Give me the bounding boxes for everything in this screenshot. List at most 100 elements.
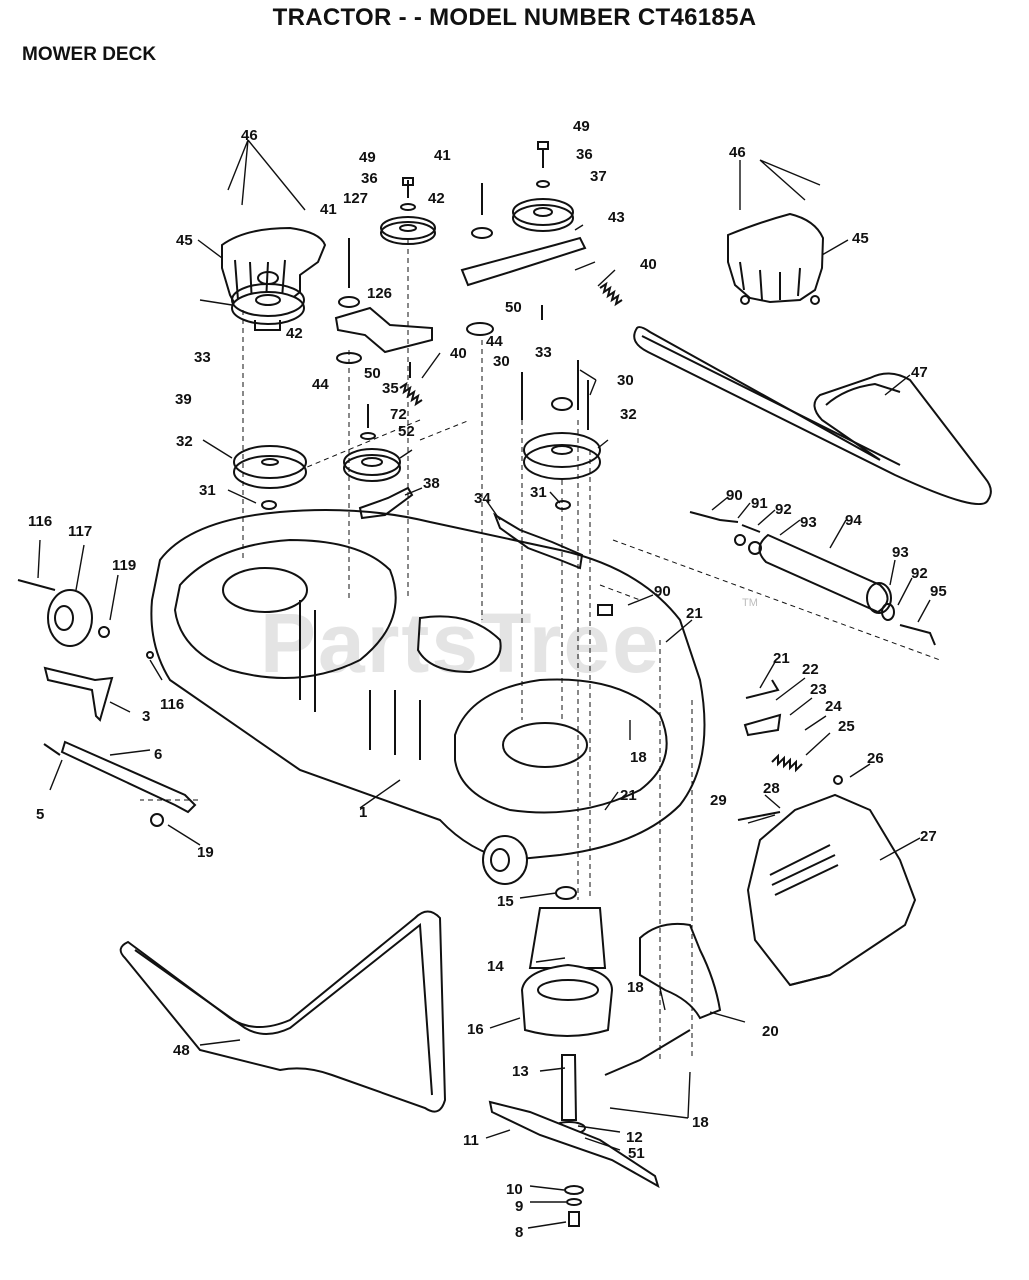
pulley-52	[343, 448, 401, 482]
callout-15: 15	[497, 893, 514, 910]
callout-36: 36	[361, 170, 378, 187]
callout-10: 10	[506, 1181, 523, 1198]
callout-119: 119	[112, 557, 136, 574]
callout-45: 45	[176, 232, 193, 249]
callout-116: 116	[160, 696, 184, 713]
blade-11	[488, 1100, 660, 1189]
callout-24: 24	[825, 698, 842, 715]
callout-16: 16	[467, 1021, 484, 1038]
idler-bracket-43	[460, 236, 587, 287]
callout-42: 42	[428, 190, 445, 207]
pulley-32-left	[233, 445, 307, 489]
callout-21: 21	[620, 787, 637, 804]
callout-32: 32	[176, 433, 193, 450]
callout-22: 22	[802, 661, 819, 678]
callout-42: 42	[286, 325, 303, 342]
callout-127: 127	[343, 190, 368, 207]
drive-belt-48	[119, 910, 447, 1113]
spring-40-lower	[399, 381, 423, 407]
callout-30: 30	[493, 353, 510, 370]
callout-92: 92	[775, 501, 792, 518]
callout-9: 9	[515, 1198, 523, 1215]
link-6	[60, 740, 197, 814]
leader-lines	[37, 139, 931, 1229]
callout-47: 47	[911, 364, 928, 381]
callout-8: 8	[515, 1224, 523, 1241]
callout-72: 72	[390, 406, 407, 423]
pulley-127	[380, 216, 436, 245]
callout-33: 33	[535, 344, 552, 361]
callout-116: 116	[28, 513, 52, 530]
callout-95: 95	[930, 583, 947, 600]
callout-93: 93	[800, 514, 817, 531]
mower-deck-housing	[150, 508, 706, 862]
callout-3: 3	[142, 708, 150, 725]
alignment-lines	[140, 240, 941, 1060]
callout-43: 43	[608, 209, 625, 226]
callout-126: 126	[367, 285, 392, 302]
callout-1: 1	[359, 804, 367, 821]
callout-18: 18	[692, 1114, 709, 1131]
callout-18: 18	[630, 749, 647, 766]
callout-36: 36	[576, 146, 593, 163]
callout-25: 25	[838, 718, 855, 735]
bracket-34	[493, 512, 584, 570]
callout-93: 93	[892, 544, 909, 561]
callout-29: 29	[710, 792, 727, 809]
callout-5: 5	[36, 806, 44, 823]
blade-hardware	[564, 1185, 584, 1227]
callout-18: 18	[627, 979, 644, 996]
callout-91: 91	[751, 495, 768, 512]
section-heading: MOWER DECK	[22, 44, 157, 65]
callout-28: 28	[763, 780, 780, 797]
callout-31: 31	[199, 482, 216, 499]
callout-46: 46	[241, 127, 258, 144]
callout-117: 117	[68, 523, 92, 540]
callout-27: 27	[920, 828, 937, 845]
callout-40: 40	[450, 345, 467, 362]
callout-12: 12	[626, 1129, 643, 1146]
watermark-logo: PartsTree	[260, 596, 661, 690]
callout-45: 45	[852, 230, 869, 247]
callout-34: 34	[474, 490, 491, 507]
callout-21: 21	[773, 650, 790, 667]
callout-23: 23	[810, 681, 827, 698]
belt-cover-right	[727, 212, 825, 305]
hardware-upper	[257, 141, 589, 510]
baffle-20	[604, 922, 722, 1076]
callout-90: 90	[654, 583, 671, 600]
spindle-assembly	[520, 886, 614, 1135]
callout-49: 49	[359, 149, 376, 166]
callout-13: 13	[512, 1063, 529, 1080]
callout-48: 48	[173, 1042, 190, 1059]
callout-92: 92	[911, 565, 928, 582]
callout-51: 51	[628, 1145, 645, 1162]
callout-49: 49	[573, 118, 590, 135]
callout-labels: 46 45 49 36 127 41 41 42 42 126 49 36 37…	[28, 118, 947, 1241]
callout-30: 30	[617, 372, 634, 389]
callout-31: 31	[530, 484, 547, 501]
gauge-wheel-front	[482, 835, 528, 885]
callout-37: 37	[590, 168, 607, 185]
callout-26: 26	[867, 750, 884, 767]
callout-41: 41	[434, 147, 451, 164]
callout-33: 33	[194, 349, 211, 366]
callout-40: 40	[640, 256, 657, 273]
pulley-37	[512, 198, 574, 232]
callout-39: 39	[175, 391, 192, 408]
watermark-trademark: TM	[742, 597, 758, 609]
callout-11: 11	[463, 1132, 479, 1149]
callout-38: 38	[423, 475, 440, 492]
callout-21: 21	[686, 605, 703, 622]
small-parts	[17, 511, 936, 827]
callout-19: 19	[197, 844, 214, 861]
gauge-wheel-117	[47, 589, 93, 647]
callout-44: 44	[486, 333, 503, 350]
idler-bracket-126	[334, 306, 433, 354]
callout-35: 35	[382, 380, 399, 397]
callout-41: 41	[320, 201, 337, 218]
callout-50: 50	[364, 365, 381, 382]
callout-44: 44	[312, 376, 329, 393]
